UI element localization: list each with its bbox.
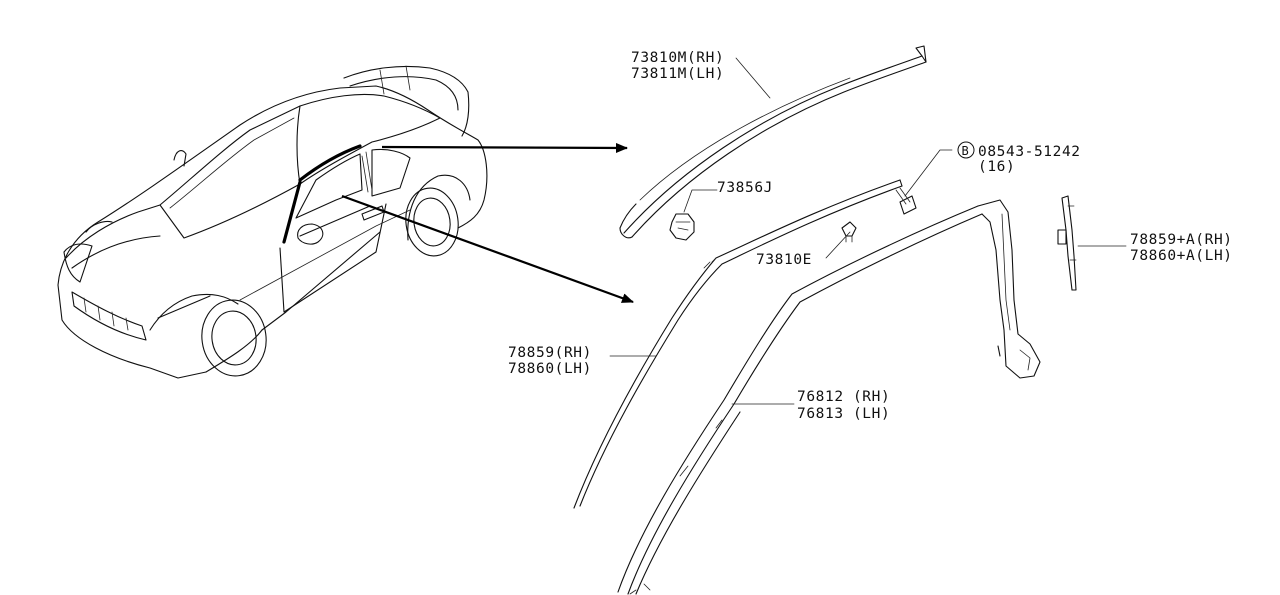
label-clip-73810e: 73810E — [756, 252, 812, 268]
label-bracket-lh: 78860+A(LH) — [1130, 248, 1233, 264]
label-roof-molding-lh: 73811M(LH) — [631, 66, 724, 82]
label-bracket-rh: 78859+A(RH) — [1130, 232, 1233, 248]
bolt-part — [895, 187, 917, 215]
bolt-badge-circle — [957, 141, 975, 159]
leader-clip-73856j — [683, 189, 718, 213]
roof-molding-part — [619, 45, 927, 239]
label-roof-molding-rh: 73810M(RH) — [631, 50, 724, 66]
label-bolt-qty: (16) — [978, 159, 1015, 175]
car-illustration — [57, 65, 488, 379]
label-pillar-finisher-lh: 76813 (LH) — [797, 406, 890, 422]
label-outer-seal-rh: 78859(RH) — [508, 345, 592, 361]
leader-clip-73810e — [825, 231, 851, 259]
leader-bolt — [904, 149, 953, 197]
highlight-a-pillar — [282, 180, 302, 244]
label-clip-73856j: 73856J — [717, 180, 773, 196]
arrow-to-pillar-parts — [341, 194, 634, 304]
highlight-roof-molding — [298, 144, 362, 182]
arrow-to-roof-molding — [381, 142, 628, 153]
outer-seal-part — [573, 179, 903, 509]
leader-roof-molding — [735, 57, 771, 99]
label-outer-seal-lh: 78860(LH) — [508, 361, 592, 377]
clip-73856j — [669, 213, 695, 241]
clip-73810e — [841, 221, 857, 243]
label-pillar-finisher-rh: 76812 (RH) — [797, 389, 890, 405]
label-bolt-number: 08543-51242 — [978, 144, 1081, 160]
bolt-badge-letter: B — [962, 144, 970, 158]
bracket-part — [1057, 195, 1077, 291]
pillar-finisher-part — [617, 199, 1041, 595]
